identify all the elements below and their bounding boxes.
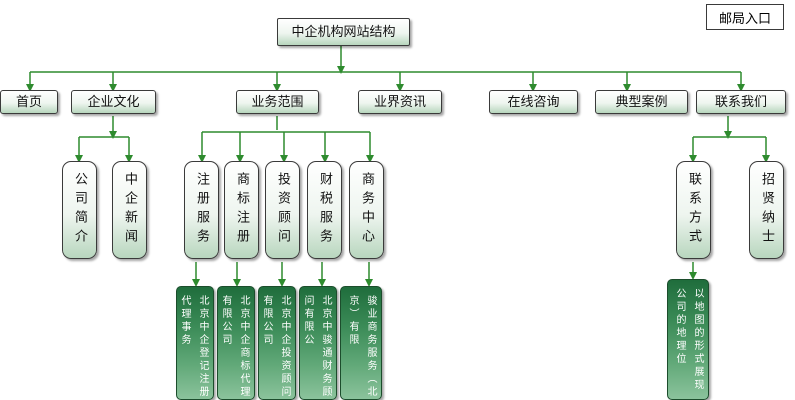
business-trademark[interactable]: 商标注册	[224, 161, 259, 259]
mailbox-entry-link[interactable]: 邮局入口	[706, 4, 784, 30]
nav-cases[interactable]: 典型案例	[595, 90, 688, 114]
detail-contact-map: 以地图的形式展现公司的地理位	[667, 279, 709, 400]
detail-business-service: 骏业商务服务（北京）有限	[340, 286, 382, 400]
nav-home[interactable]: 首页	[0, 90, 58, 114]
culture-company-intro[interactable]: 公司简介	[62, 161, 97, 259]
contact-recruitment[interactable]: 招贤纳士	[749, 161, 784, 259]
nav-industry-news[interactable]: 业界资讯	[358, 90, 442, 114]
nav-culture[interactable]: 企业文化	[71, 90, 156, 114]
business-center[interactable]: 商务中心	[349, 161, 384, 259]
culture-news[interactable]: 中企新闻	[112, 161, 147, 259]
nav-business[interactable]: 业务范围	[236, 90, 319, 114]
business-investment[interactable]: 投资顾问	[265, 161, 300, 259]
detail-registration-agency: 北京中企登记注册代理事务	[176, 286, 214, 400]
root-node: 中企机构网站结构	[277, 18, 410, 46]
detail-trademark-agency: 北京中企商标代理有限公司	[217, 286, 255, 400]
contact-methods[interactable]: 联系方式	[676, 161, 711, 259]
detail-finance-company: 北京中骏通财务顾问有限公	[299, 286, 337, 400]
detail-investment-company: 北京中企投资顾问有限公司	[258, 286, 296, 400]
nav-contact[interactable]: 联系我们	[696, 90, 786, 114]
business-tax[interactable]: 财税服务	[307, 161, 342, 259]
business-registration[interactable]: 注册服务	[184, 161, 219, 259]
nav-online-consult[interactable]: 在线咨询	[489, 90, 578, 114]
